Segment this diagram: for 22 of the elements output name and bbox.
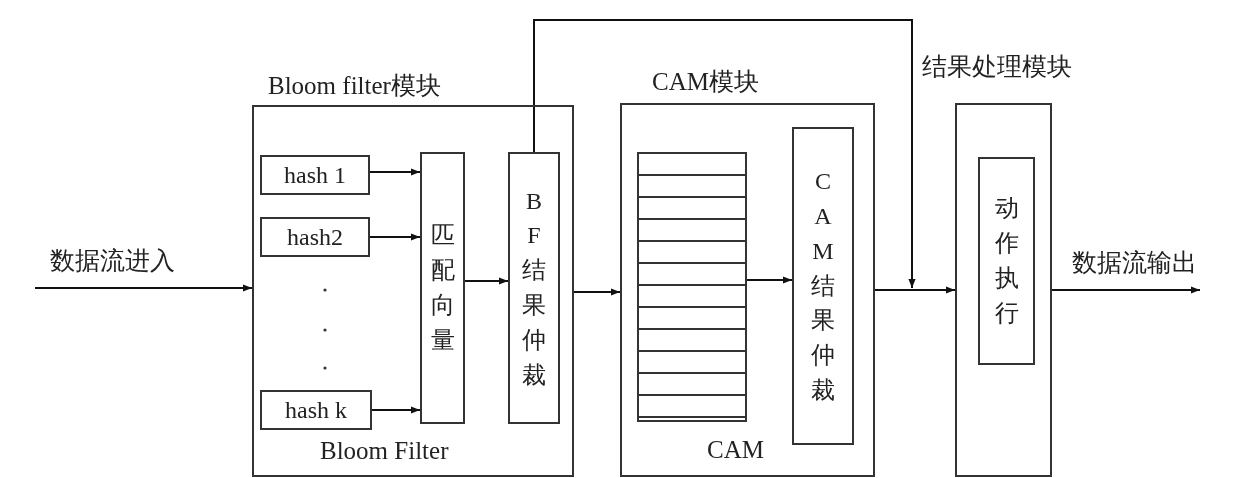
arrow <box>371 406 421 414</box>
arrow <box>573 288 621 296</box>
arrow <box>1051 286 1201 294</box>
arrow <box>746 276 793 284</box>
module-title: CAM模块 <box>652 67 759 97</box>
arrow <box>34 284 253 292</box>
arrow <box>533 19 916 289</box>
table-label: CAM <box>707 436 764 464</box>
arrow <box>369 168 421 176</box>
process-box: hash k <box>260 390 372 430</box>
process-box: 动作执行 <box>978 157 1035 365</box>
process-box: hash 1 <box>260 155 370 195</box>
arrow <box>874 286 956 294</box>
arrow <box>464 277 509 285</box>
module-title: Bloom filter模块 <box>268 71 441 101</box>
module-label: Bloom Filter <box>320 437 449 465</box>
process-box: hash2 <box>260 217 370 257</box>
arrow <box>369 233 421 241</box>
module-title: 结果处理模块 <box>922 52 1072 82</box>
process-box: CAM结果仲裁 <box>792 127 854 445</box>
process-box: 匹配向量 <box>420 152 465 424</box>
process-box: BF结果仲裁 <box>508 152 560 424</box>
